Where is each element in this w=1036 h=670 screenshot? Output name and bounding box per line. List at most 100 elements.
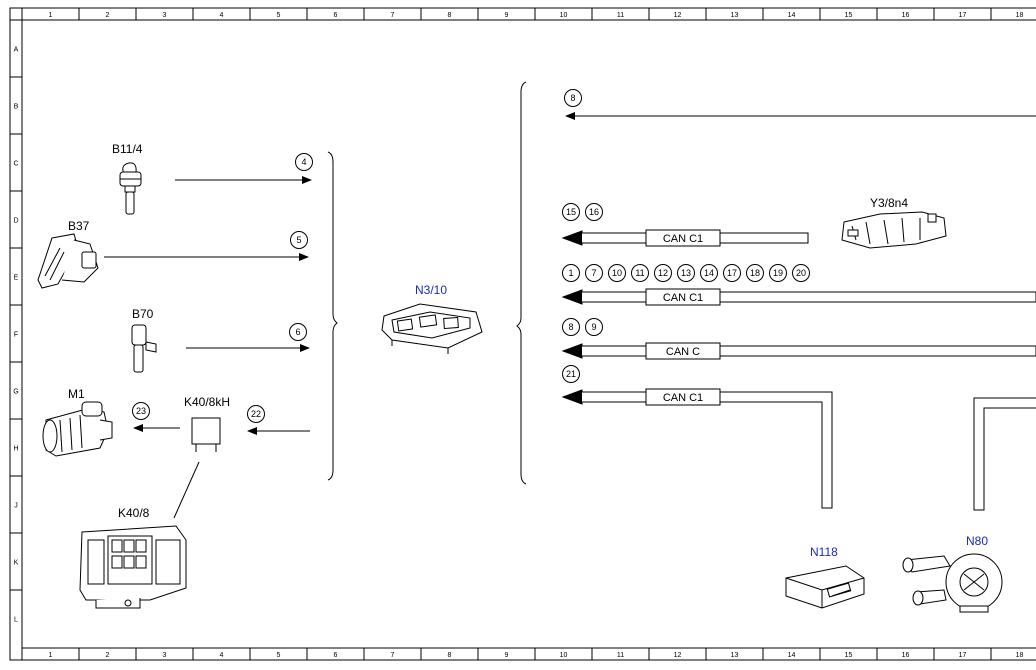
row-letter: H [13, 446, 18, 453]
left-input-brace [327, 151, 338, 481]
signal-ref-23: 23 [132, 402, 150, 420]
column-number-top: 13 [731, 12, 739, 19]
accelerator-pedal-icon[interactable] [37, 233, 99, 289]
column-number-top: 3 [163, 12, 167, 19]
can-bus-box-row-3 [645, 342, 721, 360]
column-number-bottom: 3 [163, 652, 167, 659]
can-bus-arrowhead-row-1 [563, 231, 582, 245]
row-letter: E [14, 275, 19, 282]
can-bus-label-row-4: CAN C1 [663, 392, 703, 404]
signal-ref-8-top: 8 [564, 89, 582, 107]
column-number-top: 12 [674, 12, 682, 19]
right-output-brace [516, 81, 527, 485]
column-number-top: 11 [617, 12, 624, 19]
signal-ref-20: 20 [792, 264, 810, 282]
svg-text:1: 1 [568, 268, 573, 278]
svg-text:9: 9 [591, 322, 596, 332]
column-number-bottom: 7 [391, 652, 395, 659]
column-number-bottom: 15 [845, 652, 853, 659]
k40-8kh-label: K40/8kH [184, 395, 230, 409]
signal-ref-8: 8 [562, 318, 580, 336]
signal-ref-15: 15 [562, 203, 580, 221]
fuse-relay-box-icon[interactable] [79, 525, 187, 609]
can-bus-arrowhead-row-3 [563, 344, 582, 358]
can-bus-label-row-1: CAN C1 [663, 233, 703, 245]
fuel-pump-control-unit-icon[interactable] [785, 565, 865, 609]
column-number-bottom: 14 [788, 652, 796, 659]
engine-control-unit-icon[interactable] [381, 303, 483, 354]
column-number-bottom: 10 [560, 652, 568, 659]
can-bus-line-n80 [973, 397, 1036, 511]
column-number-bottom: 5 [277, 652, 281, 659]
row-letter: A [14, 47, 19, 54]
svg-text:4: 4 [301, 157, 306, 167]
m1-label: M1 [68, 387, 85, 401]
svg-text:5: 5 [296, 235, 301, 245]
column-number-top: 16 [902, 12, 910, 19]
relay-icon[interactable] [191, 417, 221, 452]
column-number-bottom: 1 [49, 652, 53, 659]
svg-text:15: 15 [566, 207, 576, 217]
column-number-top: 9 [505, 12, 509, 19]
svg-text:14: 14 [704, 268, 714, 278]
bus-row-4: 21 CAN C1 [561, 365, 833, 509]
svg-text:21: 21 [566, 369, 576, 379]
temperature-sensor-icon[interactable] [119, 162, 142, 215]
row-letter: L [14, 617, 18, 624]
can-bus-box-row-2 [645, 288, 721, 306]
column-number-top: 15 [845, 12, 853, 19]
row-letter: G [13, 389, 18, 396]
svg-text:10: 10 [612, 268, 622, 278]
svg-text:17: 17 [727, 268, 737, 278]
can-bus-label-row-2: CAN C1 [663, 292, 703, 304]
signal-ref-5: 5 [290, 231, 308, 249]
svg-text:7: 7 [591, 268, 596, 278]
column-number-bottom: 4 [220, 652, 224, 659]
svg-text:22: 22 [251, 409, 261, 419]
signal-ref-11: 11 [631, 264, 649, 282]
bus-row-4-refs: 21 [562, 365, 580, 383]
column-number-top: 6 [334, 12, 338, 19]
signal-ref-21: 21 [562, 365, 580, 383]
column-number-top: 5 [277, 12, 281, 19]
steering-column-module-icon[interactable] [902, 553, 1003, 613]
crankshaft-sensor-icon[interactable] [131, 324, 157, 373]
row-letter: K [14, 560, 19, 567]
signal-ref-6: 6 [289, 323, 307, 341]
k40-8-label: K40/8 [118, 506, 150, 520]
relay-leader-line [173, 461, 200, 519]
row-letter: J [14, 503, 18, 510]
transmission-control-unit-icon[interactable] [841, 211, 947, 249]
signal-ref-18: 18 [746, 264, 764, 282]
starter-motor-icon[interactable] [42, 401, 113, 457]
column-number-top: 7 [391, 12, 395, 19]
signal-ref-22: 22 [247, 405, 265, 423]
signal-ref-10: 10 [608, 264, 626, 282]
svg-text:16: 16 [589, 207, 599, 217]
column-number-bottom: 2 [106, 652, 110, 659]
can-bus-line-row-3 [561, 343, 1036, 359]
column-number-top: 2 [106, 12, 110, 19]
signal-ref-16: 16 [585, 203, 603, 221]
b70-label: B70 [132, 307, 154, 321]
column-number-bottom: 9 [505, 652, 509, 659]
column-number-bottom: 16 [902, 652, 910, 659]
signal-ref-12: 12 [654, 264, 672, 282]
svg-text:6: 6 [295, 327, 300, 337]
b11-4-label: B11/4 [112, 142, 143, 156]
svg-text:18: 18 [750, 268, 760, 278]
row-letter: C [13, 161, 18, 168]
svg-text:13: 13 [681, 268, 691, 278]
column-number-bottom: 17 [959, 652, 967, 659]
column-number-bottom: 6 [334, 652, 338, 659]
signal-ref-7: 7 [585, 264, 603, 282]
